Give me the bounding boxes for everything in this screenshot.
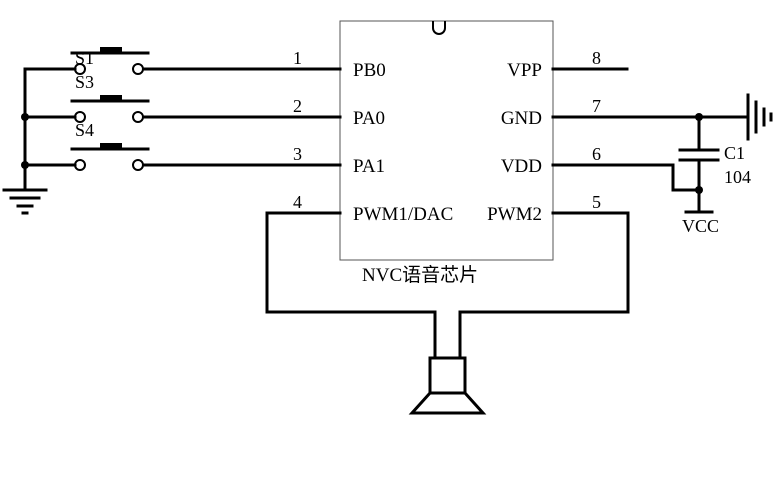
vcc-label: VCC <box>682 216 719 236</box>
pin-number-5: 5 <box>592 192 601 212</box>
pin-label-pwm1-dac: PWM1/DAC <box>353 204 453 225</box>
switch-s4 <box>70 143 150 171</box>
switch-label-s3: S3 <box>75 72 94 92</box>
wire-pwm1-speaker <box>265 211 437 360</box>
ic-body <box>339 20 554 261</box>
chip-name: NVC语音芯片 <box>362 264 478 286</box>
pin-number-8: 8 <box>592 48 601 68</box>
pin-label-gnd: GND <box>501 108 542 129</box>
junction-dot <box>21 161 29 169</box>
switch-label-s1: S1 <box>75 48 94 68</box>
pin-label-pa0: PA0 <box>353 108 385 129</box>
pin-number-7: 7 <box>592 96 601 116</box>
ground-right-icon <box>746 93 773 141</box>
pin-number-1: 1 <box>293 48 302 68</box>
capacitor-value: 104 <box>724 167 751 187</box>
pin-number-6: 6 <box>592 144 601 164</box>
switch-s1 <box>70 47 150 75</box>
capacitor-c1 <box>678 115 720 214</box>
switch-s3 <box>70 95 150 123</box>
wire-pwm2-speaker <box>458 211 630 360</box>
pin-label-pb0: PB0 <box>353 60 386 81</box>
pin-number-3: 3 <box>293 144 302 164</box>
capacitor-name: C1 <box>724 143 745 163</box>
pin-number-2: 2 <box>293 96 302 116</box>
pin-label-pa1: PA1 <box>353 156 385 177</box>
ic-notch <box>432 21 446 35</box>
speaker-icon <box>408 356 487 415</box>
pin-number-4: 4 <box>293 192 302 212</box>
pin-label-vpp: VPP <box>507 60 542 81</box>
switch-label-s4: S4 <box>75 120 94 140</box>
pin-label-pwm2: PWM2 <box>487 204 542 225</box>
junction-dot <box>21 113 29 121</box>
ground-left-icon <box>2 188 48 215</box>
pin-label-vdd: VDD <box>501 156 542 177</box>
